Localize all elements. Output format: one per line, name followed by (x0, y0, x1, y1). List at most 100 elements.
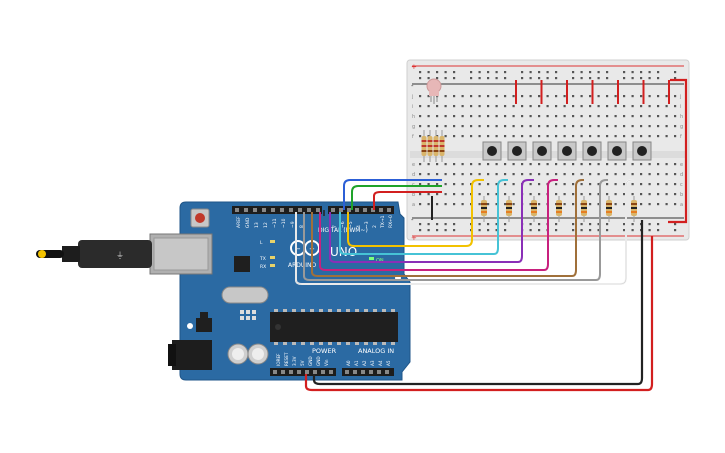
row-letter: j (411, 94, 413, 100)
rgb-led[interactable] (426, 78, 442, 104)
hole (614, 125, 617, 128)
row-letter: d (680, 172, 683, 178)
hole (546, 105, 549, 108)
row-letter: j (679, 94, 681, 100)
hole (631, 125, 634, 128)
mounting-hole (187, 323, 193, 329)
hole (529, 203, 532, 206)
rail-hole (478, 223, 481, 226)
digital-pin-label: 7 (332, 225, 338, 228)
hole (453, 193, 456, 196)
hole (529, 95, 532, 98)
hole (640, 125, 643, 128)
hole (623, 193, 626, 196)
rail-minus-label: - (411, 82, 414, 90)
row-letter: i (412, 104, 413, 110)
hole (614, 95, 617, 98)
hole (657, 163, 660, 166)
hole (580, 135, 583, 138)
hole (529, 183, 532, 186)
row-letter: e (680, 162, 683, 168)
hole (563, 125, 566, 128)
hole (623, 125, 626, 128)
hole (563, 105, 566, 108)
hole (563, 95, 566, 98)
hole (538, 115, 541, 118)
rail-hole (572, 77, 575, 80)
rail-hole (444, 71, 447, 74)
hole (538, 105, 541, 108)
rail-hole (453, 229, 456, 232)
hole (572, 173, 575, 176)
hole (580, 193, 583, 196)
digital-pins (235, 208, 391, 212)
hole (614, 203, 617, 206)
hole (495, 173, 498, 176)
pulldown-resistors[interactable] (481, 196, 637, 222)
rail-hole (657, 71, 660, 74)
wire-gnd[interactable] (312, 220, 644, 386)
rail-hole (631, 229, 634, 232)
wire-gray[interactable] (303, 179, 608, 281)
hole (427, 173, 430, 176)
hole (623, 135, 626, 138)
rail-hole (504, 77, 507, 80)
power-led (369, 257, 374, 260)
hole (555, 173, 558, 176)
analog-pin-label: A5 (386, 360, 391, 366)
hole (487, 135, 490, 138)
rail-hole (521, 71, 524, 74)
hole (580, 163, 583, 166)
rail-link-wire-red[interactable] (668, 78, 688, 224)
rail-hole (444, 77, 447, 80)
row-letter: c (680, 182, 683, 188)
red-jumper-wires[interactable] (436, 80, 670, 104)
wire-cyan[interactable] (339, 179, 508, 255)
wire-blue[interactable] (343, 179, 442, 210)
hole (453, 105, 456, 108)
rail-hole (631, 77, 634, 80)
hole (529, 105, 532, 108)
wire-purple[interactable] (329, 179, 534, 263)
hole (478, 95, 481, 98)
hole (674, 115, 677, 118)
hole (538, 135, 541, 138)
rail-hole (436, 223, 439, 226)
hole (512, 193, 515, 196)
hole (495, 115, 498, 118)
digital-pin-label: ~6 (340, 221, 346, 228)
rail-hole (674, 223, 677, 226)
hole (665, 193, 668, 196)
hole (461, 163, 464, 166)
rail-hole (538, 223, 541, 226)
wire-5v[interactable] (304, 236, 654, 392)
hole (614, 105, 617, 108)
wire-yellow[interactable] (347, 179, 484, 247)
analog-pin-label: A4 (378, 360, 383, 366)
digital-header-right (328, 206, 394, 214)
rail-hole (470, 71, 473, 74)
rail-hole (427, 229, 430, 232)
wire-magenta[interactable] (319, 179, 558, 271)
hole (470, 163, 473, 166)
signal-wires[interactable] (295, 179, 654, 392)
hole (495, 95, 498, 98)
hole (597, 95, 600, 98)
hole (419, 173, 422, 176)
hole (606, 125, 609, 128)
hole (606, 135, 609, 138)
hole (623, 95, 626, 98)
wire-brown[interactable] (311, 179, 584, 277)
wire-red-signal[interactable] (373, 191, 442, 210)
hole (623, 173, 626, 176)
wire-green[interactable] (351, 185, 442, 210)
power-pin-label: 3.3V (292, 356, 297, 366)
rail-hole (555, 71, 558, 74)
led-resistors[interactable] (421, 130, 445, 162)
push-buttons[interactable] (482, 141, 652, 161)
hole (640, 183, 643, 186)
board-led-label: L (260, 240, 263, 246)
hole (436, 173, 439, 176)
rail-hole (427, 223, 430, 226)
